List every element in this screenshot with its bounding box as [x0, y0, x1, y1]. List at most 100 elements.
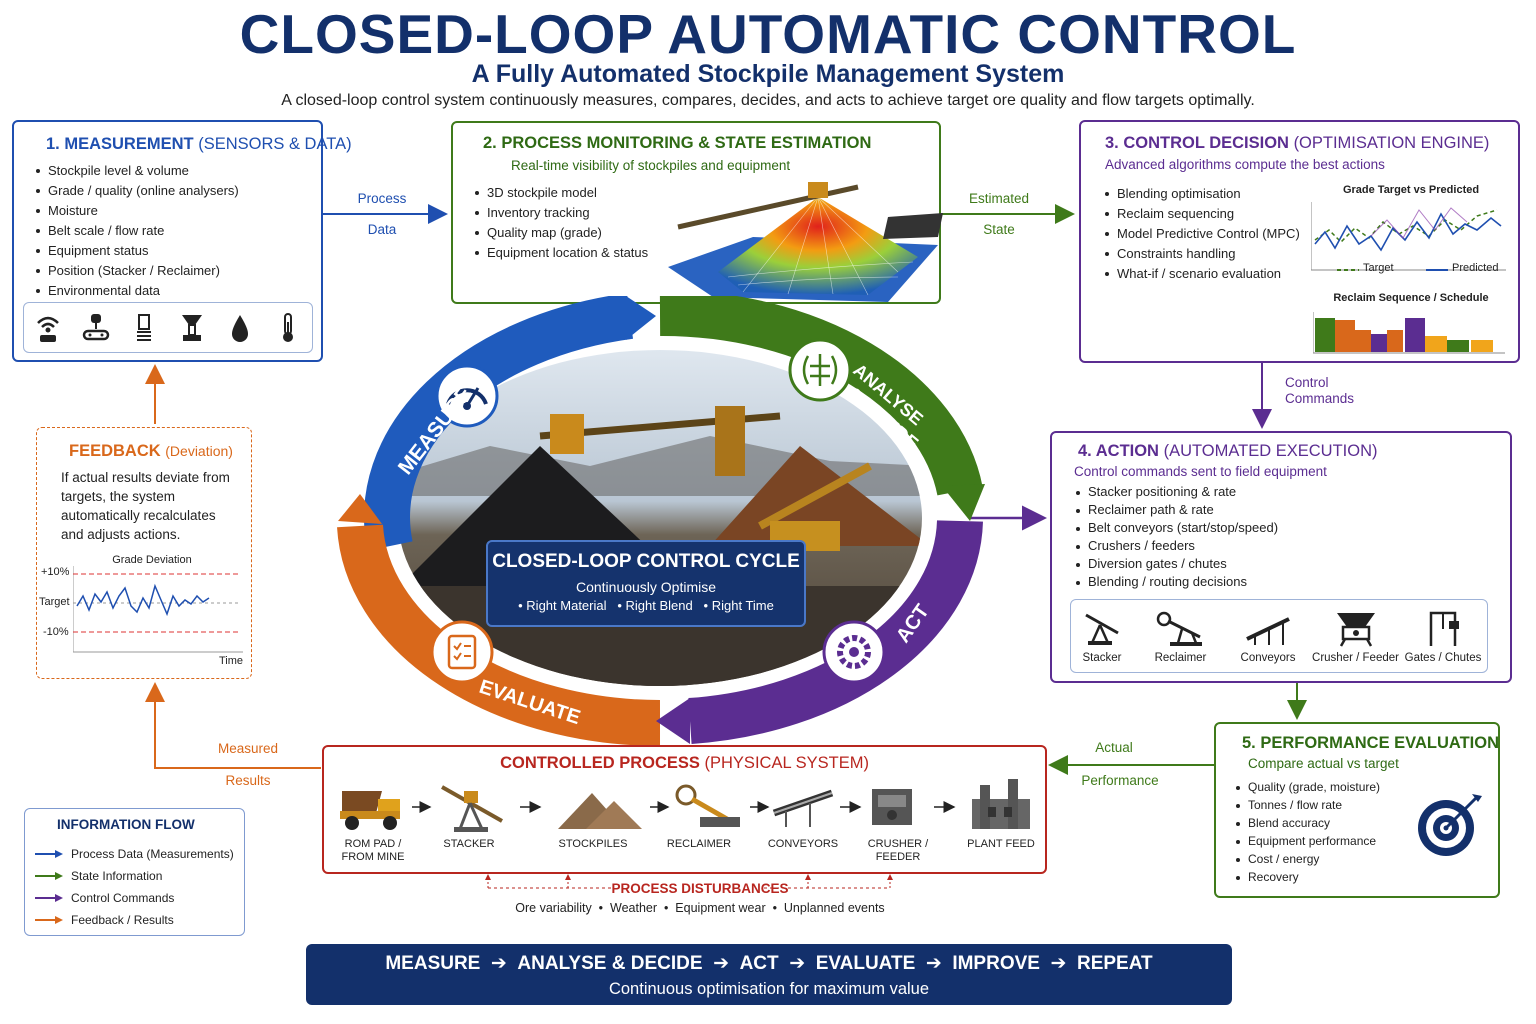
monitoring-panel: 2. PROCESS MONITORING & STATE ESTIMATION… [451, 121, 943, 304]
analyser-icon [137, 313, 151, 341]
deviation-upper-label: +10% [41, 566, 70, 578]
list-item: Quality map (grade) [473, 223, 648, 243]
feedback-title: FEEDBACK (Deviation) [69, 442, 233, 460]
gear-icon [822, 620, 886, 684]
action-tagline: Control commands sent to field equipment [1074, 464, 1327, 479]
stockpile-3d-model-image [668, 182, 943, 302]
legend-item: State Information [35, 865, 234, 887]
deviation-lower-label: -10% [43, 626, 69, 638]
equipment-label: Gates / Chutes [1404, 651, 1482, 664]
cycle-center-subtitle: Continuously Optimise [575, 579, 717, 595]
sampler-icon [182, 314, 202, 341]
list-item: Equipment status [34, 241, 239, 261]
legend-items: Process Data (Measurements) State Inform… [35, 843, 234, 931]
belt-scale-icon [82, 313, 110, 340]
equipment-label: Reclaimer [1154, 651, 1207, 664]
legend-target-label: Target [1363, 262, 1394, 274]
reclaimer-machine-icon [675, 784, 740, 827]
equipment-label: Stacker [1082, 651, 1122, 664]
banner-steps: MEASURE ➔ ANALYSE & DECIDE ➔ ACT ➔ EVALU… [385, 953, 1153, 974]
crusher-feeder-icon [1336, 612, 1375, 647]
wireless-sensor-icon [37, 316, 59, 342]
banner-tagline: Continuous optimisation for maximum valu… [608, 980, 930, 998]
performance-panel: 5. PERFORMANCE EVALUATION Compare actual… [1214, 722, 1500, 898]
list-item: What-if / scenario evaluation [1103, 264, 1300, 284]
sensor-icon-row [23, 302, 313, 353]
measurement-list: Stockpile level & volume Grade / quality… [34, 161, 239, 301]
list-item: Blending optimisation [1103, 184, 1300, 204]
process-title: CONTROLLED PROCESS (PHYSICAL SYSTEM) [500, 754, 869, 772]
equipment-reclaimer: Reclaimer [1133, 609, 1228, 664]
list-item: Model Predictive Control (MPC) [1103, 224, 1300, 244]
equipment-stacker: Stacker [1071, 609, 1133, 664]
measurement-panel: 1. MEASUREMENT (SENSORS & DATA) Stockpil… [12, 120, 352, 362]
step-reclaimer: RECLAIMER [666, 838, 732, 850]
list-item: Equipment location & status [473, 243, 648, 263]
list-item: Blending / routing decisions [1074, 573, 1278, 591]
list-item: Position (Stacker / Reclaimer) [34, 261, 239, 281]
performance-list: Quality (grade, moisture) Tonnes / flow … [1234, 778, 1380, 886]
monitoring-title: 2. PROCESS MONITORING & STATE ESTIMATION [483, 134, 872, 152]
label-data: Data [367, 222, 397, 237]
feedback-text: If actual results deviate from targets, … [61, 470, 230, 542]
list-item: 3D stockpile model [473, 183, 648, 203]
measurement-title: 1. MEASUREMENT (SENSORS & DATA) [46, 135, 352, 153]
legend-target-swatch [1337, 269, 1359, 271]
list-item: Belt conveyors (start/stop/speed) [1074, 519, 1278, 537]
deviation-chart-title: Grade Deviation [112, 554, 192, 566]
list-item: Cost / energy [1234, 850, 1380, 868]
arrow-measured-results [145, 682, 321, 769]
monitoring-list: 3D stockpile model Inventory tracking Qu… [473, 183, 648, 263]
list-item: Unplanned events [783, 901, 885, 915]
intro-text: A closed-loop control system continuousl… [281, 92, 1255, 109]
equipment-icon-row: Stacker Reclaimer Conveyors Crusher / Fe… [1070, 599, 1488, 673]
step-stockpiles: STOCKPILES [558, 838, 628, 850]
disturbance-arrows [485, 874, 893, 889]
reclaim-chart-title: Reclaim Sequence / Schedule [1333, 292, 1489, 304]
legend-item: Process Data (Measurements) [35, 843, 234, 865]
equipment-conveyors: Conveyors [1228, 609, 1308, 664]
monitoring-tagline: Real-time visibility of stockpiles and e… [511, 158, 791, 173]
step-plant-feed: PLANT FEED [967, 838, 1035, 850]
conveyor-icon [1246, 616, 1290, 645]
deviation-time-label: Time [219, 655, 244, 667]
cycle-center-box: CLOSED-LOOP CONTROL CYCLE Continuously O… [486, 540, 806, 627]
disturbance-list: Ore variability • Weather • Equipment we… [515, 901, 885, 915]
step-crusher-feeder: CRUSHER / FEEDER [867, 838, 929, 863]
reclaimer-icon [1156, 611, 1202, 646]
gates-chutes-icon [1429, 611, 1459, 646]
legend-arrow-orange [35, 916, 63, 924]
equipment-label: Crusher / Feeder [1312, 651, 1399, 664]
thermometer-icon [283, 312, 293, 342]
step-conveyors: CONVEYORS [767, 838, 839, 850]
label-estimated: Estimated [968, 191, 1030, 206]
list-item: Quality (grade, moisture) [1234, 778, 1380, 796]
legend-arrow-green [35, 872, 63, 880]
list-item: Ore variability [515, 901, 592, 915]
label-measured: Measured [217, 741, 279, 756]
information-flow-legend: INFORMATION FLOW Process Data (Measureme… [24, 808, 245, 936]
plant-feed-icon [972, 779, 1030, 829]
equipment-gates: Gates / Chutes [1403, 609, 1483, 664]
list-item: Reclaimer path & rate [1074, 501, 1278, 519]
list-item: Inventory tracking [473, 203, 648, 223]
label-results: Results [225, 773, 271, 788]
step-stacker: STACKER [443, 838, 495, 850]
action-title: 4. ACTION (AUTOMATED EXECUTION) [1078, 442, 1378, 460]
list-item: Weather [610, 901, 658, 915]
stacker-machine-icon [441, 785, 503, 832]
decision-title: 3. CONTROL DECISION (OPTIMISATION ENGINE… [1105, 134, 1490, 152]
list-item: Stacker positioning & rate [1074, 483, 1278, 501]
performance-title: 5. PERFORMANCE EVALUATION [1242, 734, 1499, 752]
gauge-icon [435, 364, 499, 428]
list-item: Recovery [1234, 868, 1380, 886]
bottom-banner: MEASURE ➔ ANALYSE & DECIDE ➔ ACT ➔ EVALU… [306, 944, 1232, 1005]
action-list: Stacker positioning & rate Reclaimer pat… [1074, 483, 1278, 591]
process-panel: CONTROLLED PROCESS (PHYSICAL SYSTEM) ROM… [322, 745, 1047, 874]
legend-arrow-purple [35, 894, 63, 902]
equipment-crusher: Crusher / Feeder [1308, 609, 1403, 664]
label-process: Process [357, 191, 407, 206]
decision-panel: 3. CONTROL DECISION (OPTIMISATION ENGINE… [1079, 120, 1520, 363]
list-item: Tonnes / flow rate [1234, 796, 1380, 814]
